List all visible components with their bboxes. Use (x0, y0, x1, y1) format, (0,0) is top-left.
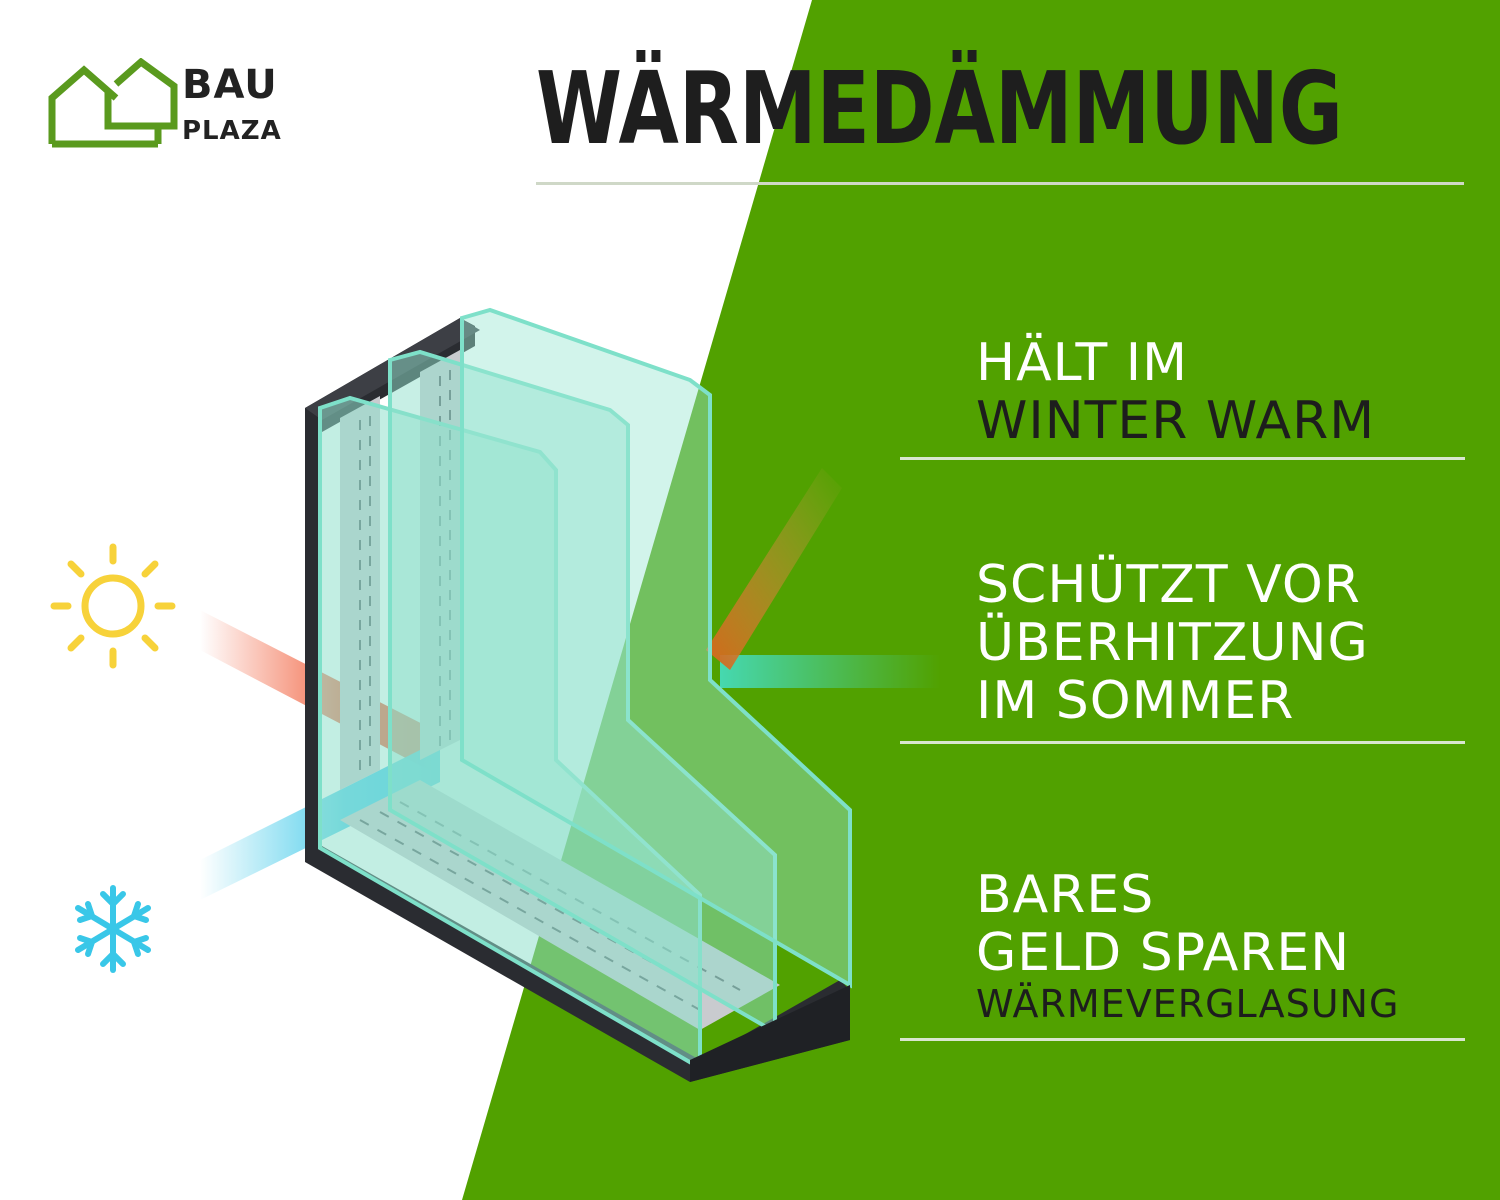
sun-icon (50, 543, 176, 669)
page-title: WÄRMEDÄMMUNG (536, 50, 1343, 167)
feature-1-line-2: WINTER WARM (976, 391, 1376, 451)
glass-pane-front (460, 307, 852, 989)
feature-winter-warm: HÄLT IM WINTER WARM (976, 334, 1375, 450)
feature-2-line-3: IM SOMMER (976, 671, 1295, 731)
feature-2-line-2: ÜBERHITZUNG (976, 613, 1369, 673)
logo-text-plaza: PLAZA (182, 116, 282, 146)
feature-2-line-1: SCHÜTZT VOR (976, 555, 1361, 615)
feature-summer-protection: SCHÜTZT VOR ÜBERHITZUNG IM SOMMER (976, 556, 1369, 730)
bauplaza-logo[interactable]: BAU PLAZA (48, 58, 281, 148)
feature-3-subtitle: WÄRMEVERGLASUNG (976, 982, 1400, 1026)
reflected-heat-ray (706, 468, 842, 670)
logo-text-bau: BAU (182, 62, 278, 108)
feature-1-line-1: HÄLT IM (976, 333, 1188, 393)
feature-divider-1 (900, 457, 1465, 460)
house-outline-icon (48, 58, 178, 148)
feature-3-line-2: GELD SPAREN (976, 923, 1351, 983)
feature-divider-3 (900, 1038, 1465, 1041)
title-divider (536, 182, 1464, 185)
glass-pane-middle (388, 349, 777, 1036)
feature-divider-2 (900, 741, 1465, 744)
feature-3-line-1: BARES (976, 865, 1155, 925)
reflected-cold-ray (720, 655, 940, 688)
frame-bottom-lip (690, 985, 850, 1082)
snowflake-icon (75, 885, 151, 973)
feature-save-money: BARES GELD SPAREN WÄRMEVERGLASUNG (976, 866, 1399, 1026)
